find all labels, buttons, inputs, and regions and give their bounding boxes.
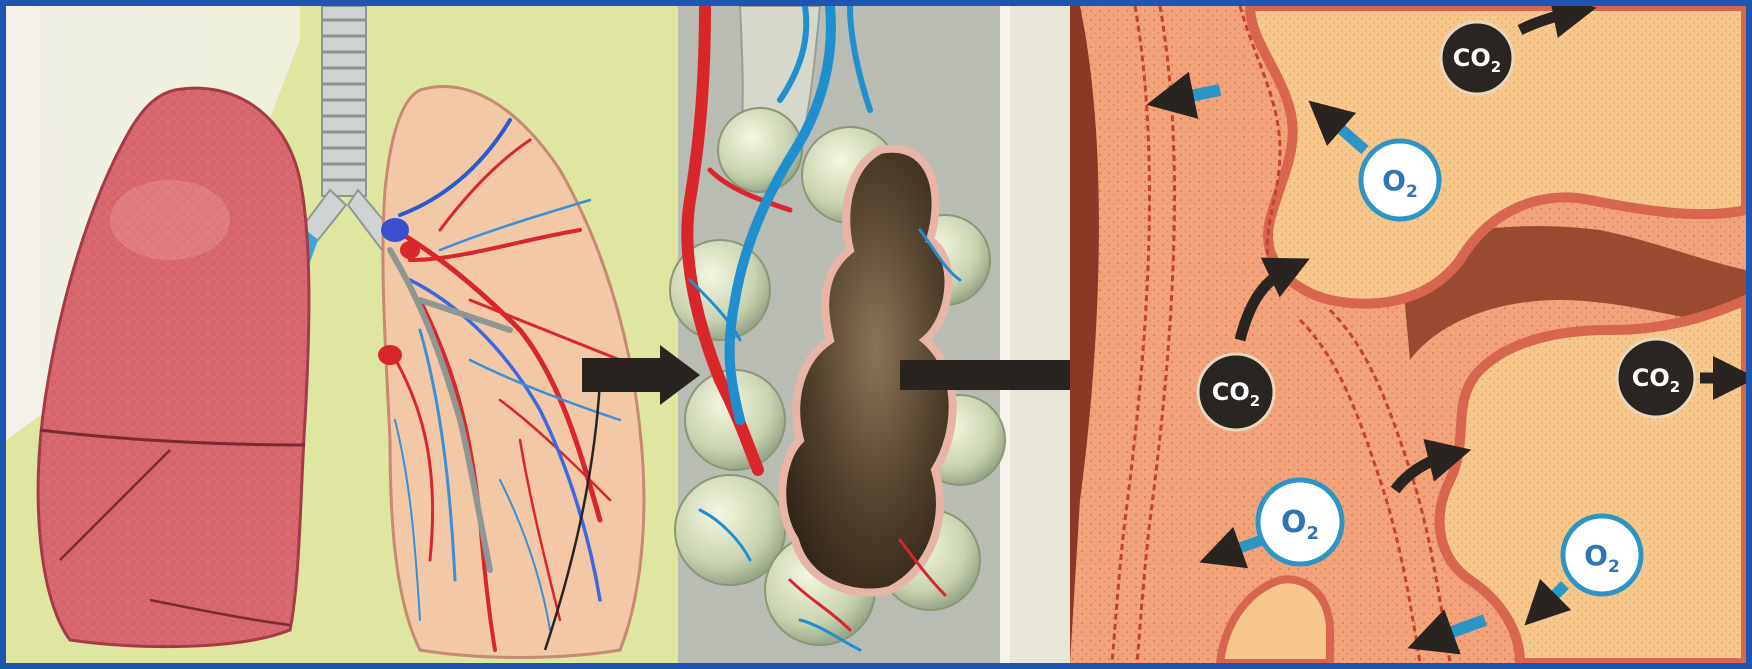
co2-right-sub: 2	[1670, 378, 1680, 396]
o2-upper-sub: 2	[1406, 182, 1418, 202]
panel-gas-exchange: CO2 O2 CO2 CO2	[1070, 6, 1746, 663]
o2-lower-left-text: O	[1281, 505, 1307, 540]
o2-lower-right-text: O	[1584, 539, 1608, 572]
o2-upper-text: O	[1382, 164, 1406, 197]
co2-top-sub: 2	[1491, 58, 1501, 76]
panel-lungs	[6, 6, 678, 663]
co2-left-sub: 2	[1250, 392, 1260, 410]
o2-lower-left-sub: 2	[1306, 523, 1319, 544]
o2-lower-right-sub: 2	[1608, 557, 1620, 577]
co2-left-text: CO	[1212, 378, 1250, 406]
co2-top-text: CO	[1453, 44, 1491, 72]
co2-right-text: CO	[1632, 364, 1670, 392]
